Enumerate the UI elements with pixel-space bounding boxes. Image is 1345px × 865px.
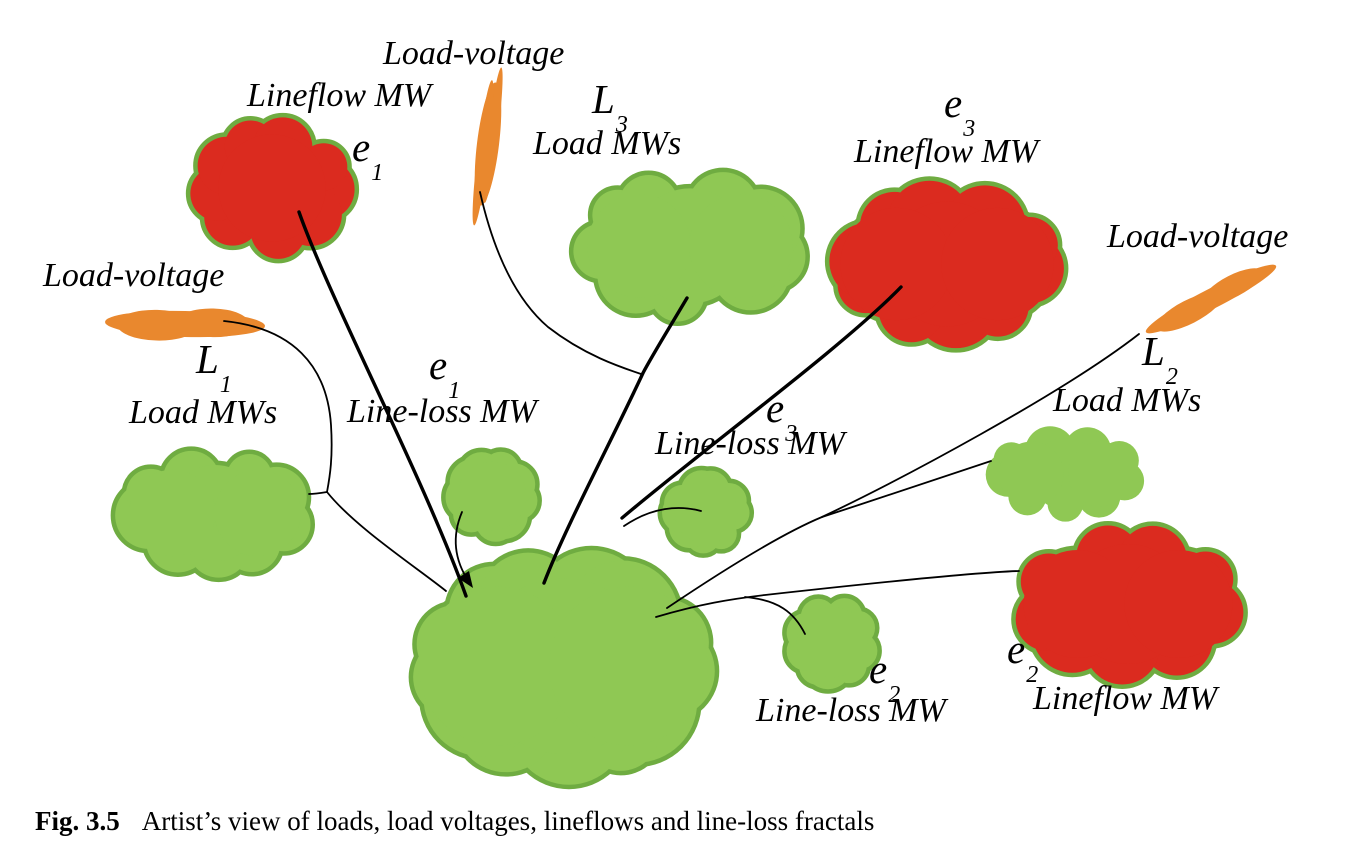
load-l3-cloud	[568, 167, 810, 327]
label-load-voltage-left: Load-voltage	[43, 257, 225, 294]
connector-line	[821, 460, 992, 518]
connector-line	[326, 491, 447, 592]
connector-line	[297, 210, 468, 598]
figure-caption-text: Artist’s view of loads, load voltages, l…	[141, 806, 875, 836]
load-l1-cloud	[110, 446, 315, 583]
figure-caption: Fig. 3.5 Artist’s view of loads, load vol…	[35, 806, 874, 837]
figure-caption-label: Fig. 3.5	[35, 806, 120, 836]
connector-line	[479, 191, 642, 375]
label-line-loss-mw-e1: Line-loss MW	[347, 393, 537, 430]
label-load-mws-l2: Load MWs	[1053, 382, 1202, 419]
label-load-mws-l1: Load MWs	[129, 394, 278, 431]
load-voltage-l3-brush	[472, 67, 503, 226]
label-e2-lineflow: e2	[1007, 626, 1039, 689]
arrowhead-icon	[458, 571, 473, 588]
label-lineflow-mw-topleft: Lineflow MW	[247, 77, 432, 114]
label-load-voltage-right: Load-voltage	[1107, 218, 1289, 255]
label-lineflow-mw-topright: Lineflow MW	[854, 133, 1039, 170]
connector-line	[623, 507, 702, 527]
label-e1-lineflow: e1	[352, 124, 384, 187]
lineflow-e1-cloud	[185, 112, 360, 264]
label-line-loss-mw-e2: Line-loss MW	[756, 692, 946, 729]
label-l1: L1	[196, 336, 232, 399]
fractal-diagram-canvas	[105, 67, 1277, 790]
connector-line	[744, 596, 806, 635]
connector-line	[655, 570, 1020, 618]
load-voltage-l1-brush	[105, 308, 265, 341]
label-e3-lineflow: e3	[944, 80, 976, 143]
connector-line	[666, 333, 1140, 609]
load-l2-cloud	[985, 426, 1145, 522]
connector-lines	[223, 191, 1140, 635]
lineloss-e3-cloud	[657, 465, 755, 558]
system-center-cloud	[408, 545, 720, 790]
label-line-loss-mw-e3: Line-loss MW	[655, 425, 845, 462]
label-e2-lineloss: e2	[869, 646, 901, 709]
connector-line	[542, 296, 689, 585]
lineflow-e3-cloud	[824, 176, 1069, 353]
label-l2: L2	[1142, 328, 1178, 391]
load-voltage-l2-brush	[1145, 264, 1277, 334]
label-load-mws-l3: Load MWs	[533, 125, 682, 162]
lineloss-e2-cloud	[782, 593, 882, 694]
label-lineflow-mw-e2: Lineflow MW	[1033, 680, 1218, 717]
connector-line	[308, 491, 328, 495]
label-l3: L3	[592, 76, 628, 139]
lineflow-e2-cloud	[1011, 521, 1248, 689]
label-load-voltage-top: Load-voltage	[383, 35, 565, 72]
connector-line	[223, 320, 333, 493]
lineloss-e1-cloud	[441, 447, 542, 547]
label-e3-lineloss: e3	[766, 385, 798, 448]
label-e1-lineloss: e1	[429, 342, 461, 405]
connector-line	[620, 285, 903, 520]
